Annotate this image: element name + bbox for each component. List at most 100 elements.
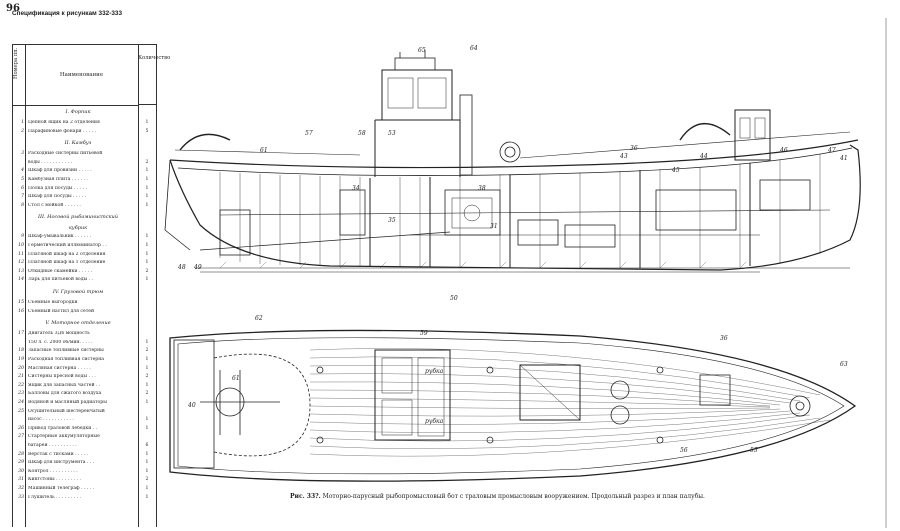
callout: 49 xyxy=(193,264,202,271)
spec-row-name: Водяной и масляный радиаторы xyxy=(28,400,107,405)
callout: 59 xyxy=(420,330,428,337)
spec-row-qty: 1 xyxy=(145,417,149,423)
spec-row-number: 1 xyxy=(21,120,24,125)
spec-row-number: 24 xyxy=(18,400,24,405)
spec-row-qty: 1 xyxy=(145,177,149,182)
header-name: Наименование xyxy=(25,45,139,106)
callout: 31 xyxy=(490,223,498,230)
spec-row-name: Съемные выгородки xyxy=(28,300,78,305)
spec-row-qty: 1 xyxy=(145,451,149,457)
spec-row-name: Шкаф для инструмента . . . xyxy=(28,460,95,466)
spec-row-name: насос . . . . . . . . . . . xyxy=(28,417,74,423)
spec-row-number: 8 xyxy=(21,202,24,208)
spec-row-name: Платяной шкаф на 1 отделение xyxy=(28,260,106,266)
spec-row-name: Масляная систерна . . . . . xyxy=(28,365,91,371)
spec-row-qty: 1 xyxy=(145,243,149,248)
spec-row-name: Двигатель 3Д6 мощность xyxy=(28,331,90,337)
spec-row-name: Стол с мойкой . . . . . . xyxy=(28,202,81,208)
spec-row-qty: 6 xyxy=(145,443,149,448)
figure-caption: Рис. 33?. Моторно-парусный рыбопромыслов… xyxy=(290,493,810,500)
column-divider xyxy=(138,105,139,527)
spec-row-qty: 1 xyxy=(145,400,149,405)
spec-row-name: кубрик xyxy=(68,225,88,232)
spec-row-name: Ларь для питьевой воды . . xyxy=(28,277,94,283)
spec-row-qty: 2 xyxy=(145,477,149,483)
spec-row-number: 33 xyxy=(18,494,24,500)
spec-row-number: 26 xyxy=(18,425,24,431)
ship-drawings: 65 64 58 53 57 61 34 38 43 44 36 46 41 4… xyxy=(164,45,861,482)
callout: 47 xyxy=(827,147,836,154)
spec-row-name: Расходная топливная систерна xyxy=(28,357,105,362)
spec-row-qty: 1 xyxy=(145,357,149,362)
callout: 41 xyxy=(839,155,848,162)
spec-row-name: Шкаф-умывальник . . . . . . xyxy=(28,234,92,240)
spec-row-qty: 1 xyxy=(145,251,149,257)
header-qty: Количество xyxy=(138,45,170,105)
spec-row-number: 21 xyxy=(18,374,24,380)
spec-row-name: Машинный телеграф . . . . . xyxy=(28,486,95,491)
spec-row-number: 18 xyxy=(18,348,24,354)
spec-row-qty: 1 xyxy=(145,486,149,491)
caption-prefix: Рис. 33?. xyxy=(290,493,321,500)
callout: 35 xyxy=(388,217,396,224)
page-edge xyxy=(885,18,887,528)
spec-table: Номера пп. Наименование Количество I. Фо… xyxy=(12,44,170,527)
callout: 58 xyxy=(358,130,366,137)
spec-row-name: Систерны пресной воды . . . xyxy=(28,374,96,380)
spec-row-number: 23 xyxy=(18,391,24,397)
spec-row-qty: 1 xyxy=(145,168,149,174)
profile-section xyxy=(164,50,861,273)
plan-labels: 50 62 61 40 36 55 56 59 63 рубка рубка xyxy=(187,295,848,454)
spec-row-name: Верстак с тисками . . . . . xyxy=(28,451,89,457)
spec-row-number: 5 xyxy=(21,177,24,182)
spec-row-qty: 5 xyxy=(145,128,149,134)
spec-row-name: Съемный настил для сетей xyxy=(28,308,95,314)
spec-row-name: 150 л. с. 2000 об/мин. . . . . xyxy=(28,339,93,345)
spec-row-number: 4 xyxy=(21,168,24,174)
spec-row-name: Шкаф для посуды . . . . . xyxy=(28,194,87,200)
spec-row-number: 20 xyxy=(18,365,24,371)
profile-labels: 65 64 58 53 57 61 34 38 43 44 36 46 41 4… xyxy=(177,45,848,271)
spec-row-qty: 1 xyxy=(145,494,149,500)
spec-row-number: 6 xyxy=(21,185,24,191)
spec-row-number: 25 xyxy=(18,408,24,414)
spec-row-number: 17 xyxy=(18,331,24,337)
spec-row-qty: 1 xyxy=(145,425,149,431)
callout: 61 xyxy=(232,375,240,382)
spec-row-number: 29 xyxy=(18,460,24,466)
plan-text-mark: рубка xyxy=(425,418,444,425)
spec-row-qty: 1 xyxy=(145,339,149,345)
spec-row-number: 13 xyxy=(18,268,24,274)
spec-row-qty: 2 xyxy=(145,391,149,397)
spec-row-name: IV. Грузовой трюм xyxy=(52,289,104,295)
spec-row-name: Парафиновые фонари . . . . . xyxy=(28,128,97,134)
spec-row-qty: 1 xyxy=(145,382,149,388)
spec-row-number: 30 xyxy=(18,468,24,474)
spec-row-qty: 1 xyxy=(145,194,149,200)
spec-row-number: 32 xyxy=(18,486,24,491)
spec-row-name: Баллоны для сжатого воздуха xyxy=(28,391,102,397)
spec-row-name: Ящик для запасных частей . . xyxy=(28,382,101,388)
callout: 56 xyxy=(680,447,688,454)
spec-row-qty: 2 xyxy=(145,268,149,274)
spec-row-name: I. Форпик xyxy=(65,109,91,115)
spec-row-name: батареи . . . . . . . . . . xyxy=(28,443,77,448)
spec-row-name: II. Камбуз xyxy=(64,140,92,147)
callout: 50 xyxy=(450,295,458,302)
spec-row-number: 15 xyxy=(18,300,24,305)
deck-plan xyxy=(169,329,857,482)
spec-row-qty: 1 xyxy=(145,260,149,266)
spec-row-name: Кингстоны . . . . . . . . . xyxy=(28,477,81,483)
spec-row-qty: 1 xyxy=(145,460,149,466)
spec-row-qty: 1 xyxy=(145,120,149,125)
spec-row-qty: 1 xyxy=(145,185,149,191)
spec-row-number: 11 xyxy=(18,251,24,257)
callout: 38 xyxy=(478,185,486,192)
callout: 53 xyxy=(388,130,396,137)
spec-row-number: 12 xyxy=(18,260,24,266)
spec-row-name: III. Носовой рыбаминистский xyxy=(38,214,118,221)
spec-row-name: Камбузная плита . . . . . . xyxy=(28,177,88,182)
header-number: Номера пп. xyxy=(13,45,26,106)
callout: 63 xyxy=(840,361,848,368)
spec-row-number: 19 xyxy=(18,357,24,362)
